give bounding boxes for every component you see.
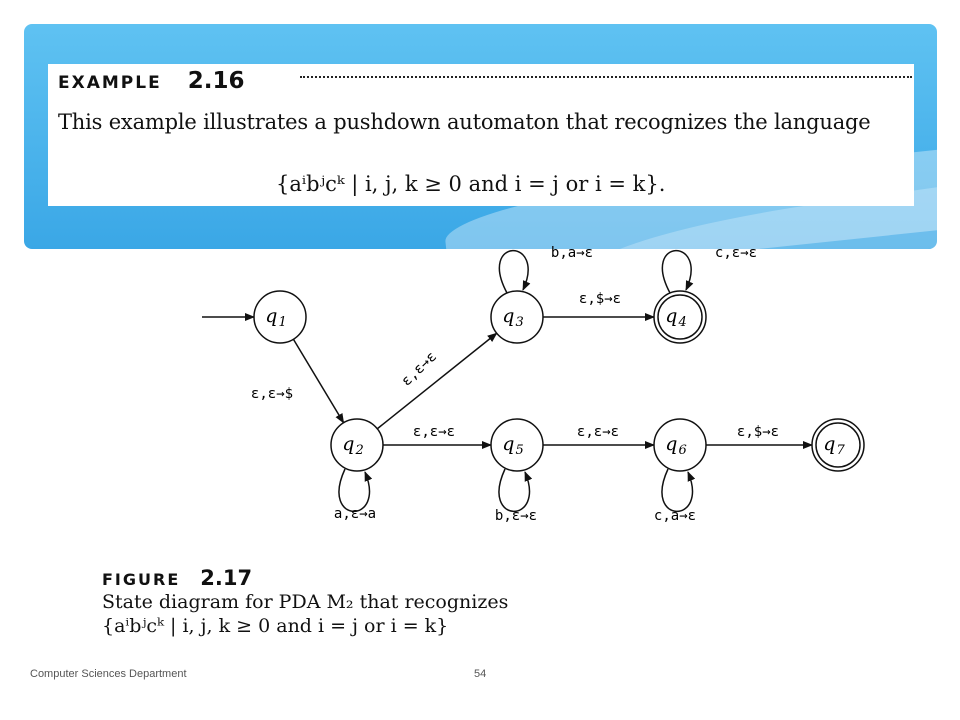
edge-label-q6-q7: ε,$→ε [737,424,779,440]
edge-q1-q2 [292,338,345,424]
figure-caption-line-2: {aⁱbʲcᵏ | i, j, k ≥ 0 and i = j or i = k… [102,615,449,637]
loop-q3 [498,249,531,294]
example-heading: EXAMPLE 2.16 [58,68,244,98]
edge-label-q2-q5: ε,ε→ε [413,424,455,440]
edge-label-q3-q3: b,a→ε [551,245,593,261]
edge-label-q3-q4: ε,$→ε [579,291,621,307]
example-number: 2.16 [187,68,245,94]
state-q5 [490,418,544,472]
state-q3 [490,290,544,344]
example-label: EXAMPLE [58,73,162,93]
footer-department: Computer Sciences Department [30,668,187,680]
state-q6 [653,418,707,472]
loop-q2 [338,468,373,513]
figure-label: FIGURE [102,570,181,589]
figure-caption-line-1: State diagram for PDA M₂ that recognizes [102,591,509,613]
figure-number: 2.17 [200,566,253,590]
state-q7 [811,418,865,472]
example-language: {aⁱbʲcᵏ | i, j, k ≥ 0 and i = j or i = k… [276,172,666,196]
figure-caption: FIGURE 2.17 State diagram for PDA M₂ tha… [102,566,508,638]
edge-label-q1-q2: ε,ε→$ [251,386,293,402]
loop-q5 [498,468,533,513]
accept-ring-q7 [815,422,861,468]
state-q2 [330,418,384,472]
example-text: This example illustrates a pushdown auto… [58,110,871,134]
footer-page-number: 54 [474,668,487,680]
accept-ring-q4 [657,294,703,340]
loop-q4 [661,249,694,294]
edge-q2-q3 [376,332,498,430]
example-panel: EXAMPLE 2.16 This example illustrates a … [48,64,914,206]
edge-label-q5-q5: b,ε→ε [495,508,537,524]
edge-label-q5-q6: ε,ε→ε [577,424,619,440]
state-q1 [253,290,307,344]
example-dotted-rule [300,76,912,78]
edge-label-q6-q6: c,a→ε [654,508,696,524]
loop-q6 [661,468,696,513]
edge-label-q4-q4: c,ε→ε [715,245,757,261]
state-q4 [653,290,707,344]
edge-label-q2-q2: a,ε→a [334,506,376,522]
